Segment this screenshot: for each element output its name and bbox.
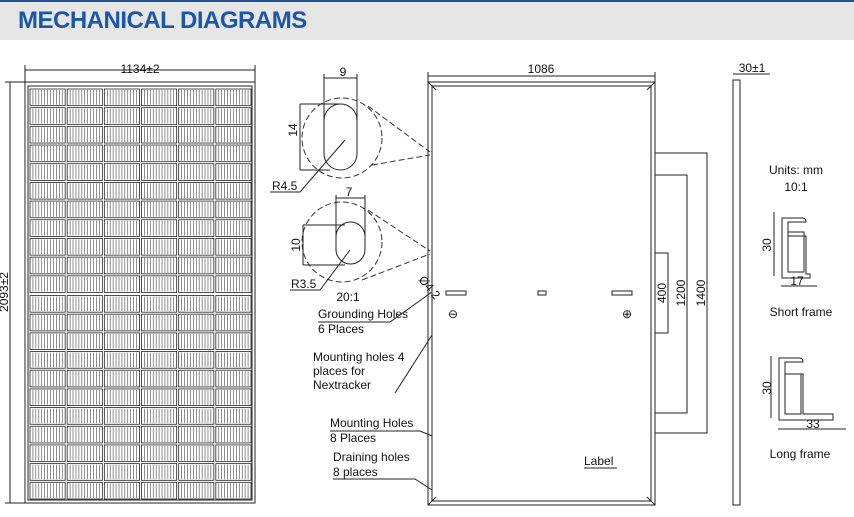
- grounding-count: 6 Places: [318, 322, 364, 336]
- mounting-count: 8 Places: [330, 431, 376, 445]
- slot2-height: 10: [289, 238, 303, 252]
- short-frame-height: 30: [760, 238, 774, 252]
- mounting-nx-label-2: places for: [313, 364, 365, 378]
- slot1-height: 14: [286, 123, 300, 137]
- draining-count: 8 places: [333, 465, 378, 479]
- side-view: 30±1: [732, 61, 770, 506]
- grounding-label: Grounding Holes: [318, 307, 408, 321]
- callouts: Grounding Holes 6 Places Mounting holes …: [313, 291, 433, 491]
- mounting-nx-label: Mounting holes 4: [313, 350, 405, 364]
- detail-grounding-hole: 7 10 R3.5 20:1 Ø4.2: [289, 185, 443, 304]
- dim-1400: 1400: [694, 279, 708, 306]
- mounting-nx-label-3: Nextracker: [313, 378, 371, 392]
- long-frame-label: Long frame: [770, 447, 831, 461]
- short-frame-label: Short frame: [770, 305, 833, 319]
- rear-width-dim: 1086: [528, 62, 555, 76]
- frame-profiles: Units: mm 10:1 30 17 Short frame 30 33 L…: [760, 163, 846, 461]
- slot1-radius: R4.5: [272, 179, 298, 193]
- minus-terminal-icon: ⊖: [448, 307, 458, 321]
- detail-scale: 20:1: [336, 290, 360, 304]
- solar-cell-grid: [29, 88, 252, 500]
- frame-scale: 10:1: [784, 180, 808, 194]
- front-view: 1134±2 2093±2: [0, 62, 256, 504]
- mounting-label: Mounting Holes: [330, 416, 413, 430]
- thickness-dim: 30±1: [739, 61, 766, 75]
- label-placement: Label: [584, 454, 613, 468]
- dim-400: 400: [655, 283, 669, 303]
- slot2-radius: R3.5: [291, 277, 317, 291]
- rear-view: 1086 ⊖ ⊕ 400 1200 1400 Label: [427, 62, 708, 506]
- section-title: MECHANICAL DIAGRAMS: [18, 7, 307, 34]
- draining-label: Draining holes: [333, 450, 410, 464]
- section-header: MECHANICAL DIAGRAMS: [0, 0, 854, 40]
- slot2-width: 7: [346, 185, 353, 199]
- long-frame-width: 33: [806, 417, 820, 431]
- slot1-width: 9: [340, 65, 347, 79]
- units-label: Units: mm: [769, 163, 823, 177]
- long-frame-height: 30: [760, 381, 774, 395]
- front-height-dim: 2093±2: [0, 272, 11, 312]
- plus-terminal-icon: ⊕: [622, 307, 632, 321]
- dim-1200: 1200: [674, 279, 688, 306]
- hole-diameter: Ø4.2: [416, 273, 444, 302]
- detail-mounting-slot: 9 14 R4.5: [270, 65, 431, 193]
- short-frame-width: 17: [790, 274, 804, 288]
- front-width-dim: 1134±2: [120, 62, 159, 76]
